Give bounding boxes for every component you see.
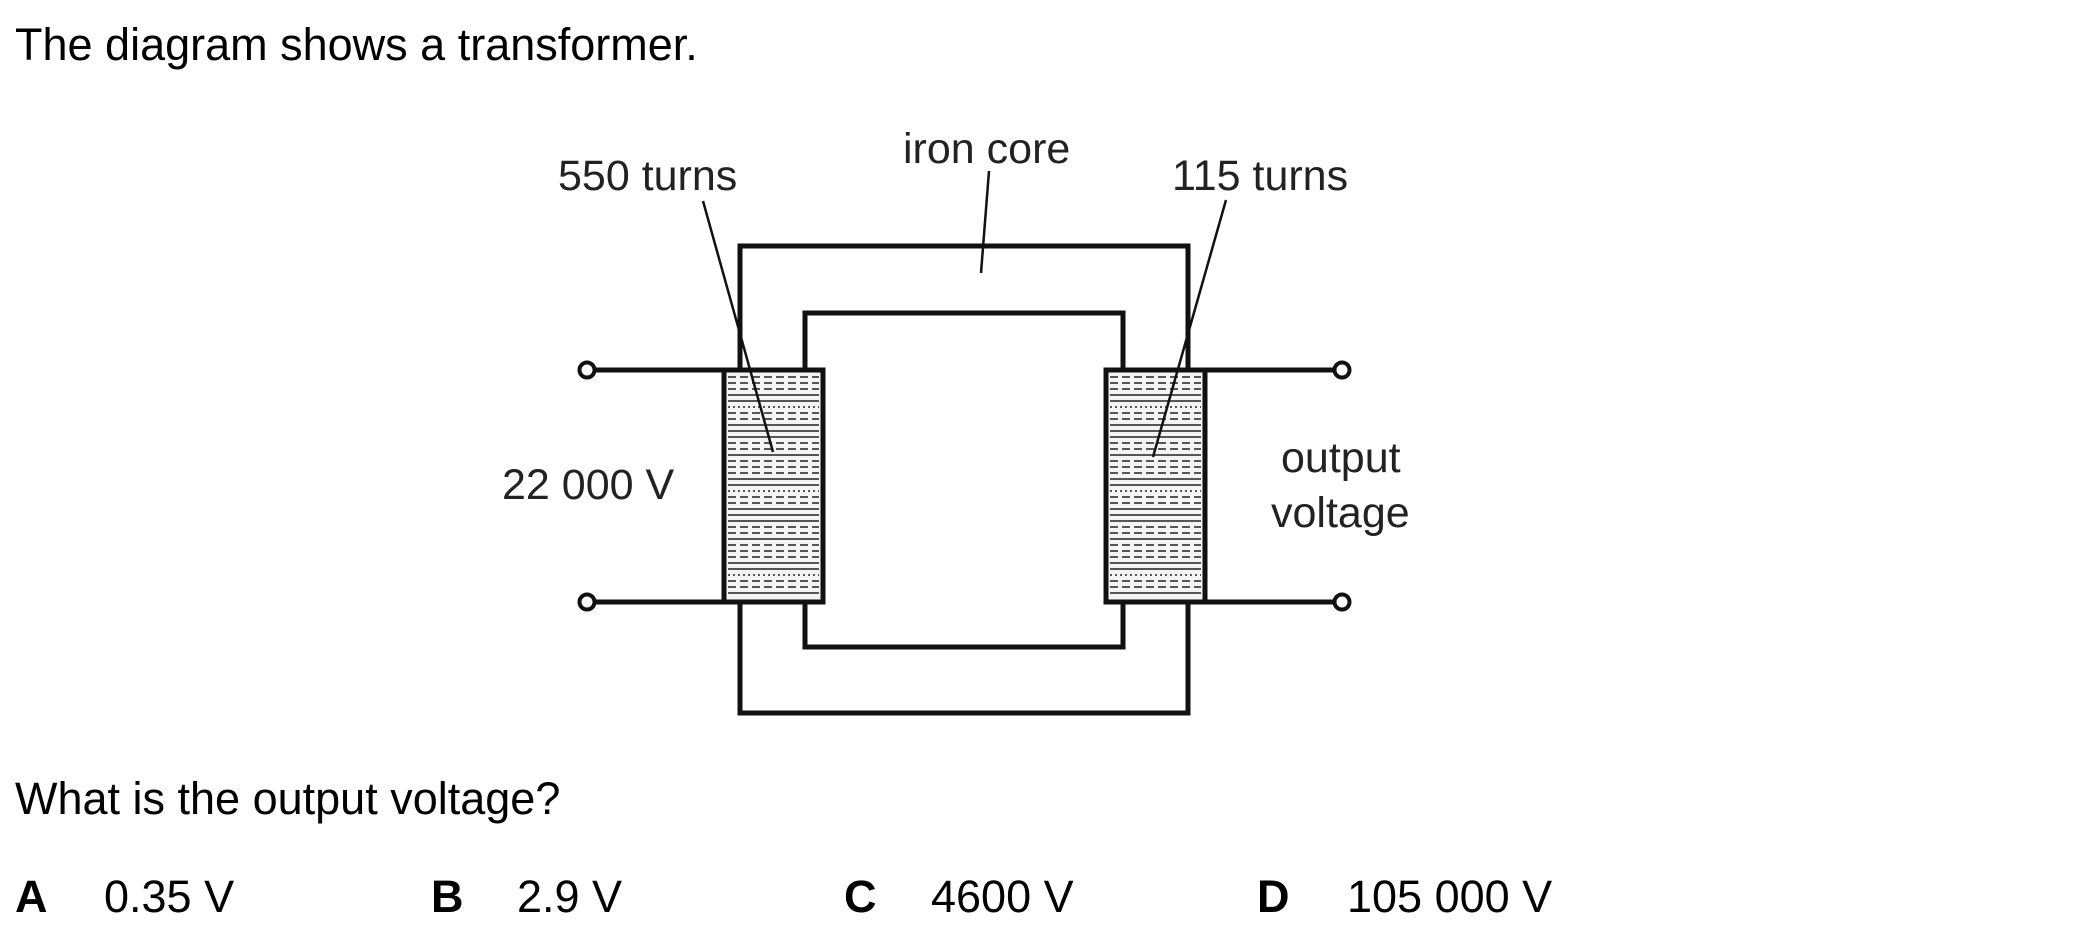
primary-turns-label: 550 turns xyxy=(558,152,737,200)
primary-coil-body xyxy=(721,367,826,605)
secondary-coil-body xyxy=(1103,367,1208,605)
option-letter: C xyxy=(844,871,877,922)
secondary-turns-label: 115 turns xyxy=(1172,152,1348,200)
output-voltage-label-line1: output xyxy=(1281,434,1401,482)
primary-turns-leader xyxy=(701,200,775,453)
primary-windings xyxy=(728,376,819,594)
secondary-coil xyxy=(1103,367,1208,605)
option-value: 4600 V xyxy=(931,871,1074,922)
option-value: 105 000 V xyxy=(1347,871,1553,922)
output-voltage-label-line2: voltage xyxy=(1271,489,1410,537)
output-terminal-top xyxy=(1332,360,1352,380)
input-terminal-top xyxy=(577,360,597,380)
option-value: 0.35 V xyxy=(104,871,235,922)
secondary-circuit xyxy=(1205,360,1352,612)
primary-circuit xyxy=(577,360,724,612)
input-terminal-bottom xyxy=(577,592,597,612)
secondary-windings xyxy=(1110,376,1201,594)
option-letter: B xyxy=(431,871,464,922)
option-letter: D xyxy=(1257,871,1290,922)
core-leader xyxy=(979,170,991,274)
option-letter: A xyxy=(15,871,48,922)
input-voltage-label: 22 000 V xyxy=(502,461,674,509)
primary-coil xyxy=(721,367,826,605)
output-terminal-bottom xyxy=(1332,592,1352,612)
question-stem: What is the output voltage? xyxy=(15,773,561,824)
core-label: iron core xyxy=(903,125,1070,173)
option-value: 2.9 V xyxy=(517,871,623,922)
question-intro: The diagram shows a transformer. xyxy=(15,19,698,70)
secondary-turns-leader xyxy=(1151,199,1228,458)
core-inner-outline xyxy=(802,310,1126,650)
